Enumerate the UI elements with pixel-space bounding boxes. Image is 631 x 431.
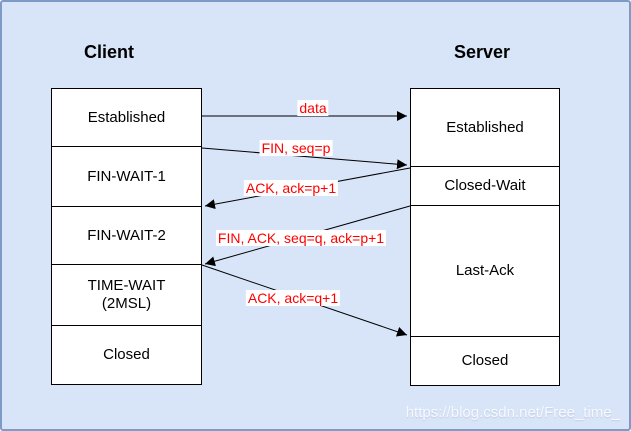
server-state-column: Established Closed-Wait Last-Ack Closed (410, 88, 560, 386)
server-state-last-ack: Last-Ack (411, 206, 559, 337)
server-state-established: Established (411, 89, 559, 167)
client-state-fin-wait-1: FIN-WAIT-1 (52, 147, 201, 207)
state-label: Closed-Wait (444, 177, 526, 194)
client-state-fin-wait-2: FIN-WAIT-2 (52, 207, 201, 265)
state-label: FIN-WAIT-1 (87, 167, 166, 185)
state-label: Established (446, 118, 524, 136)
state-sublabel: (2MSL) (101, 295, 152, 312)
client-state-established: Established (52, 89, 201, 147)
client-state-closed: Closed (52, 326, 201, 384)
message-label-data: data (297, 100, 329, 116)
state-label: TIME-WAIT (87, 277, 166, 294)
state-label: Closed (103, 346, 150, 363)
message-label-ack-p1: ACK, ack=p+1 (243, 180, 339, 196)
state-label: Established (87, 108, 166, 126)
server-state-closed: Closed (411, 337, 559, 385)
server-title: Server (454, 42, 511, 62)
message-label-fin-ack: FIN, ACK, seq=q, ack=p+1 (215, 230, 387, 246)
client-title: Client (84, 42, 135, 62)
server-state-closed-wait: Closed-Wait (411, 167, 559, 206)
client-state-column: Established FIN-WAIT-1 FIN-WAIT-2 TIME-W… (51, 88, 202, 385)
state-label: Closed (461, 352, 509, 369)
client-state-time-wait: TIME-WAIT (2MSL) (52, 265, 201, 326)
state-label: Last-Ack (455, 262, 515, 279)
message-label-fin: FIN, seq=p (259, 140, 333, 156)
state-label: FIN-WAIT-2 (87, 226, 166, 244)
watermark-text: https://blog.csdn.net/Free_time_ (405, 404, 620, 421)
message-label-ack-q1: ACK, ack=q+1 (245, 290, 341, 306)
